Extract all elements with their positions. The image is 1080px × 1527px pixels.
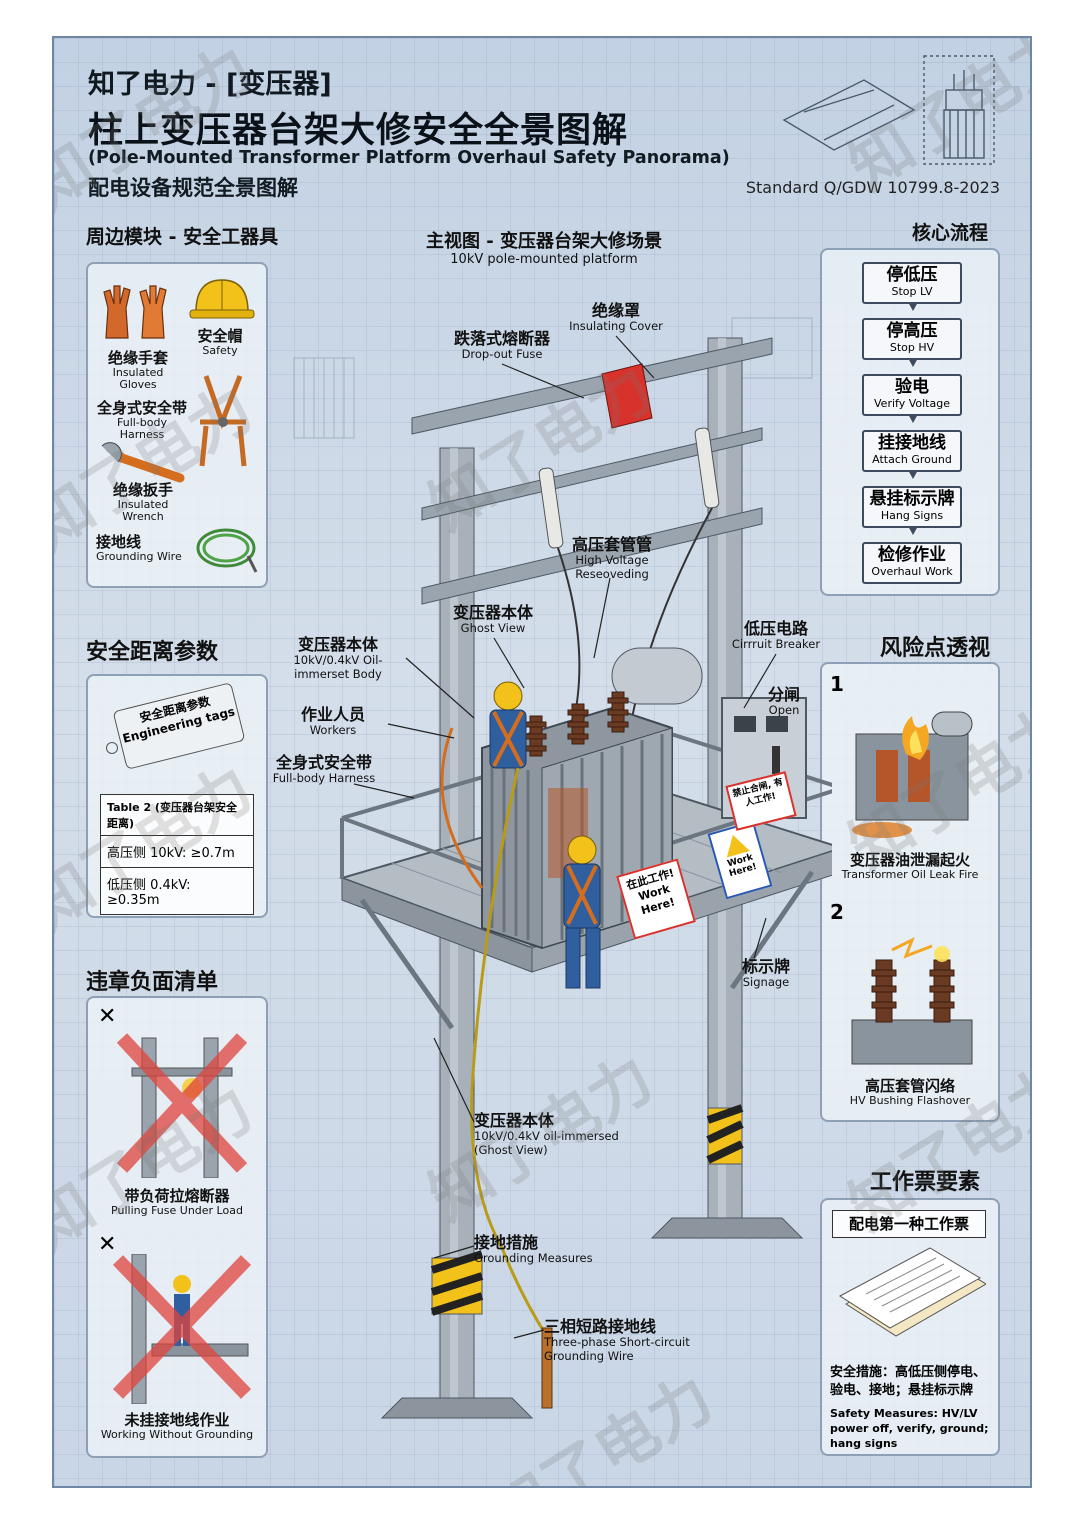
distance-row-hv: 高压侧 10kV: ≥0.7m [100,835,254,868]
down-arrow-icon [908,414,918,423]
work-ticket-papers-icon [839,1247,986,1337]
down-arrow-icon [908,470,918,479]
ticket-measures-en: Safety Measures: HV/LV power off, verify… [830,1407,989,1450]
bushing-flashover-icon [851,936,973,1065]
worker-no-ground-scene-icon [112,1254,252,1404]
tag-hole-icon [106,742,118,754]
process-heading: 核心流程 [912,222,989,244]
risk-heading: 风险点透视 [880,636,991,661]
distance-heading: 安全距离参数 [86,640,219,665]
x-mark-icon: ✕ [98,1004,117,1029]
ticket-heading: 工作票要素 [870,1170,981,1195]
page-title: 柱上变压器台架大修安全全景图解 [88,111,629,151]
grounding-wire-icon [196,528,258,573]
down-arrow-icon [908,358,918,367]
risk-1-number: 1 [830,672,844,696]
gloves-icon [103,285,167,339]
distance-table-title: Table 2 (变压器台架安全距离) [100,794,254,836]
helmet-icon [189,279,255,319]
harness-icon [199,375,247,467]
poster-sheet: 知了电力 - [变压器] 柱上变压器台架大修安全全景图解 (Pole-Mount… [52,36,1032,1488]
callout-leader-lines [353,335,777,1339]
ticket-panel: 配电第一种工作票 安全措施：高低压侧停电、验电、接地；悬挂标示牌 Safety … [820,1198,1000,1456]
down-arrow-icon [908,526,918,535]
ticket-title: 配电第一种工作票 [832,1210,986,1238]
standard-code: Standard Q/GDW 10799.8-2023 [745,178,1000,197]
tools-heading: 周边模块 - 安全工器具 [86,226,279,248]
down-arrow-icon [908,302,918,311]
wrench-icon [101,442,185,483]
distance-panel: 安全距离参数 Engineering tags Table 2 (变压器台架安全… [86,674,268,918]
page-subtitle: 配电设备规范全景图解 [88,176,298,200]
page-title-en: (Pole-Mounted Transformer Platform Overh… [88,148,730,168]
x-mark-icon: ✕ [98,1232,117,1257]
risk-2-number: 2 [830,900,844,924]
distance-row-lv: 低压侧 0.4kV: ≥0.35m [100,867,254,915]
violations-heading: 违章负面清单 [86,970,219,995]
header-sketch-icon [782,55,995,165]
transformer-fire-icon [852,711,973,838]
distance-table: Table 2 (变压器台架安全距离) 高压侧 10kV: ≥0.7m 低压侧 … [100,794,254,915]
brand-title: 知了电力 - [变压器] [88,69,332,100]
pole-fuse-scene-icon [116,1033,248,1178]
ticket-measures-zh: 安全措施：高低压侧停电、验电、接地；悬挂标示牌 [830,1365,987,1398]
